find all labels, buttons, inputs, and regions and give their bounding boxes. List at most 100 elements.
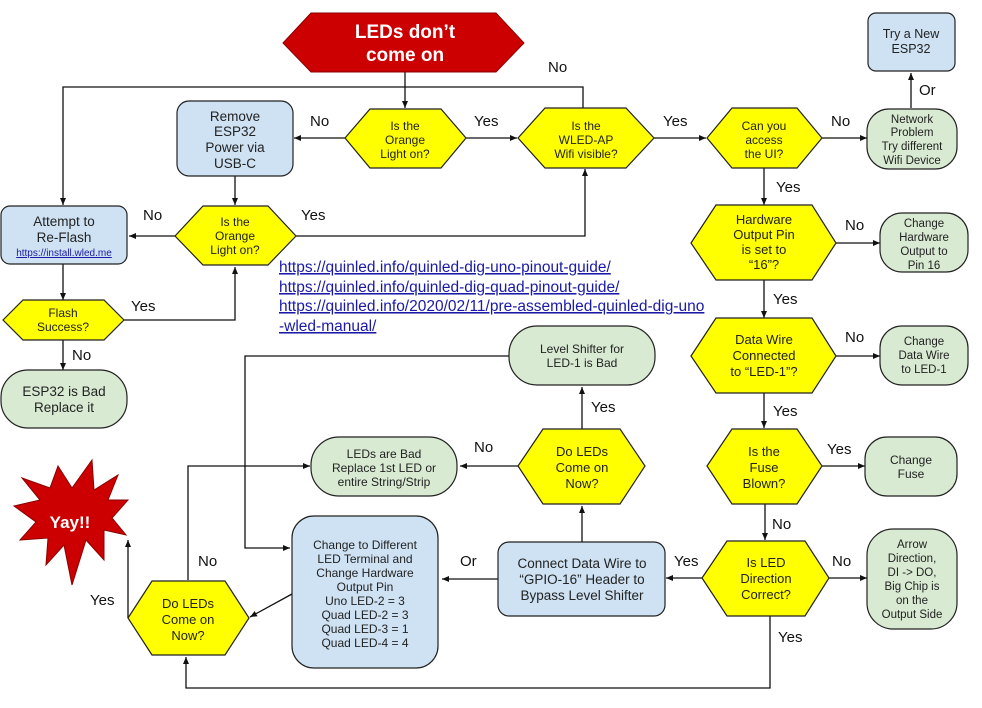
action-connect-gpio16[interactable]: Connect Data Wire to “GPIO-16” Header to… (497, 541, 666, 617)
node-text: Power via (205, 140, 265, 155)
node-text: USB-C (214, 156, 256, 171)
node-text: DI -> DO, (888, 567, 937, 579)
result-change-wire[interactable]: Change Data Wire to LED-1 (879, 325, 969, 386)
start-node[interactable]: LEDs don’t come on (282, 12, 525, 73)
decision-do-leds-come-on-2[interactable]: Do LEDs Come on Now? (127, 580, 250, 656)
edge-label-no: No (831, 113, 850, 130)
decision-orange-light-1[interactable]: Is the Orange Light on? (344, 108, 467, 169)
decision-shape (706, 107, 823, 169)
decision-fuse[interactable]: Is the Fuse Blown? (706, 428, 823, 505)
node-text: Correct? (741, 587, 791, 602)
result-shape (508, 325, 656, 386)
start-text-2: come on (366, 45, 444, 66)
result-esp32-bad[interactable]: ESP32 is Bad Replace it (0, 369, 128, 429)
node-text: Remove (210, 109, 260, 124)
node-text: Uno LED-2 = 3 (325, 594, 405, 608)
node-text: access (745, 133, 782, 147)
action-shape (176, 100, 294, 177)
decision-shape (127, 580, 250, 656)
edge-label-yes: Yes (90, 592, 114, 609)
decision-hardware-pin[interactable]: Hardware Output Pin is set to “16”? (690, 204, 837, 281)
node-text: Big Chip is (885, 581, 940, 593)
node-text: WLED-AP (559, 133, 614, 147)
node-text: the UI? (745, 147, 784, 161)
decision-flash-success[interactable]: Flash Success? (2, 299, 125, 341)
result-leds-bad[interactable]: LEDs are Bad Replace 1st LED or entire S… (310, 436, 458, 497)
action-remove-power[interactable]: Remove ESP32 Power via USB-C (176, 100, 294, 177)
node-text: Quad LED-3 = 1 (321, 622, 408, 636)
end-text: Yay!! (50, 513, 91, 532)
node-text: Quad LED-2 = 3 (321, 608, 408, 622)
decision-orange-light-2[interactable]: Is the Orange Light on? (174, 205, 297, 266)
node-text: Change to Different (313, 538, 418, 552)
action-change-terminal[interactable]: Change to Different LED Terminal and Cha… (291, 515, 439, 669)
decision-access-ui[interactable]: Can you access the UI? (706, 107, 823, 169)
decision-led-direction[interactable]: Is LED Direction Correct? (701, 540, 830, 617)
result-shape (866, 108, 958, 170)
node-text: Connect Data Wire to (517, 556, 646, 571)
edge-label-no: No (548, 59, 567, 76)
result-shape (864, 436, 958, 497)
node-text: Light on? (380, 147, 430, 161)
link-uno-pinout[interactable]: https://quinled.info/quinled-dig-uno-pin… (279, 259, 611, 276)
action-shape (497, 541, 666, 617)
edge-doleds2-no (187, 463, 310, 580)
edge-leddir-yes-bottom (183, 616, 771, 689)
end-node-yay[interactable]: Yay!! (12, 458, 130, 586)
result-change-fuse[interactable]: Change Fuse (864, 436, 958, 497)
edge-label-yes: Yes (474, 113, 498, 130)
node-text: Is the (571, 119, 601, 133)
node-text: Direction (740, 571, 791, 586)
result-shape (310, 436, 458, 497)
edge-label-no: No (772, 516, 791, 533)
node-text: ESP32 is Bad (22, 384, 105, 399)
node-text: Output Pin (733, 227, 794, 242)
reflash-link[interactable]: https://install.wled.me (16, 248, 112, 259)
decision-shape (517, 428, 646, 505)
node-text: Wifi Device (883, 155, 941, 167)
link-manual-1[interactable]: https://quinled.info/2020/02/11/pre-asse… (279, 298, 704, 315)
edge-terminal-doleds2 (249, 593, 293, 618)
decision-shape (690, 317, 837, 394)
node-text: Flash (48, 306, 77, 320)
link-manual-2[interactable]: -wled-manual/ (279, 318, 377, 335)
decision-data-wire[interactable]: Data Wire Connected to “LED-1”? (690, 317, 837, 394)
node-text: Arrow (897, 539, 928, 551)
reference-links: https://quinled.info/quinled-dig-uno-pin… (279, 259, 704, 335)
decision-shape (701, 540, 830, 617)
decision-wled-ap[interactable]: Is the WLED-AP Wifi visible? (517, 107, 655, 169)
node-text: ESP32 (214, 124, 256, 139)
edge-levelshifter-terminal (244, 355, 509, 551)
node-text: LEDs are Bad (347, 447, 422, 461)
edge-wled-no-reflash (60, 86, 584, 205)
edge-orange2-yes (296, 169, 588, 237)
action-new-esp32[interactable]: Try a New ESP32 (867, 12, 956, 72)
edge-label-yes: Yes (131, 298, 155, 315)
node-text: Output to (900, 246, 947, 258)
node-text: Now? (565, 476, 598, 491)
result-change-pin[interactable]: Change Hardware Output to Pin 16 (879, 212, 969, 273)
node-text: is set to (742, 242, 787, 257)
node-text: to LED-1 (901, 364, 946, 376)
result-level-shifter-bad[interactable]: Level Shifter for LED-1 is Bad (508, 325, 656, 386)
result-network-problem[interactable]: Network Problem Try different Wifi Devic… (866, 108, 958, 170)
action-reflash[interactable]: Attempt to Re-Flash https://install.wled… (0, 205, 128, 265)
result-arrow-direction[interactable]: Arrow Direction, DI -> DO, Big Chip is o… (866, 528, 958, 630)
link-quad-pinout[interactable]: https://quinled.info/quinled-dig-quad-pi… (279, 279, 620, 296)
node-text: Connected (733, 348, 796, 363)
node-text: Come on (556, 460, 609, 475)
edge-label-no: No (845, 329, 864, 346)
node-text: Pin 16 (908, 260, 941, 272)
starburst-shape (12, 458, 130, 586)
node-text: Direction, (888, 553, 937, 565)
edge-label-yes: Yes (773, 291, 797, 308)
node-text: Fuse (898, 467, 925, 481)
node-text: Wifi visible? (554, 147, 618, 161)
node-text: Change Hardware (316, 566, 414, 580)
node-text: ESP32 (892, 42, 931, 56)
decision-shape (517, 107, 655, 169)
node-text: Try different (882, 141, 944, 153)
decision-do-leds-come-on-1[interactable]: Do LEDs Come on Now? (517, 428, 646, 505)
edge-label-yes: Yes (827, 441, 851, 458)
